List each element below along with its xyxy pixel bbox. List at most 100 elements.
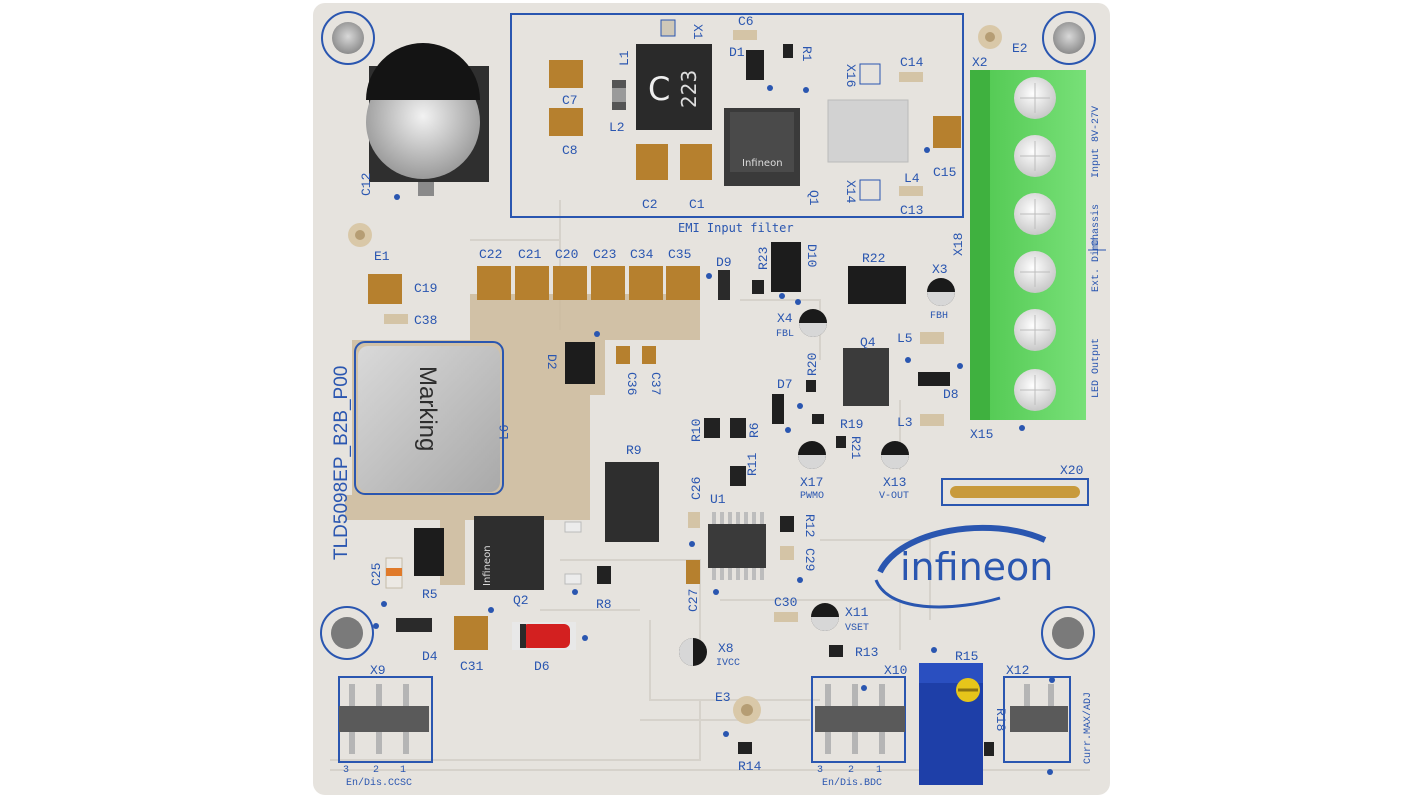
mounting-holes (320, 11, 1096, 660)
label-x4: X4 (777, 311, 793, 326)
label-e2: E2 (1012, 41, 1028, 56)
label-d9: D9 (716, 255, 732, 270)
label-c20: C20 (555, 247, 578, 262)
q2-brand: Infineon (482, 545, 493, 586)
label-r10: R10 (689, 419, 704, 442)
board-name: TLD5098EP_B2B_P00 (331, 366, 352, 560)
label-r15: R15 (955, 649, 978, 664)
diode-d9 (718, 270, 730, 300)
label-r19: R19 (840, 417, 863, 432)
label-l1: L1 (617, 50, 632, 66)
terminal-label-chassis: Chassis (1090, 204, 1102, 246)
testpoint-fbh: FBH (930, 311, 948, 322)
resistor-r5 (414, 528, 444, 576)
label-c15: C15 (933, 165, 956, 180)
label-c31: C31 (460, 659, 484, 674)
diode-d2 (565, 342, 595, 384)
connector-x20 (941, 478, 1089, 506)
terminal-block-x18 (970, 70, 1086, 420)
q1-brand: Infineon (742, 158, 783, 169)
label-x11: X11 (845, 605, 869, 620)
label-u1: U1 (710, 492, 726, 507)
label-r21: R21 (848, 436, 863, 460)
label-d8: D8 (943, 387, 959, 402)
x10-pin-2: 2 (848, 765, 854, 776)
capacitor-c19 (368, 274, 402, 304)
label-d6: D6 (534, 659, 550, 674)
label-q4: Q4 (860, 335, 876, 350)
label-r11: R11 (745, 452, 760, 476)
label-r12: R12 (802, 514, 817, 537)
emi-filter-outline (510, 13, 964, 218)
label-e3: E3 (715, 690, 731, 705)
x10-pin-1: 1 (876, 765, 882, 776)
label-c30: C30 (774, 595, 797, 610)
label-c2: C2 (642, 197, 658, 212)
label-c29: C29 (802, 548, 817, 571)
label-r6: R6 (747, 422, 762, 438)
label-c22: C22 (479, 247, 502, 262)
mosfet-q2 (474, 516, 544, 590)
label-c8: C8 (562, 143, 578, 158)
infineon-logo-text: infineon (900, 545, 1053, 589)
label-c12: C12 (359, 173, 374, 196)
x9-pin-2: 2 (373, 765, 379, 776)
mosfet-q4 (843, 348, 889, 406)
capacitor-c38 (384, 314, 408, 324)
connector-x10 (811, 676, 906, 763)
label-r8: R8 (596, 597, 612, 612)
terminal-label-led-output: LED Output (1091, 338, 1102, 398)
label-x3: X3 (932, 262, 948, 277)
x9-pin-1: 1 (400, 765, 406, 776)
emi-filter-label: EMI Input filter (678, 221, 794, 235)
label-d1: D1 (729, 45, 745, 60)
label-r18: R18 (993, 708, 1008, 731)
label-e1: E1 (374, 249, 390, 264)
diode-d8 (918, 372, 950, 386)
resistor-r9 (605, 462, 659, 542)
label-c19: C19 (414, 281, 437, 296)
capacitor-row (477, 266, 700, 300)
label-x10: X10 (884, 663, 907, 678)
label-x20: X20 (1060, 463, 1083, 478)
testpoint-pwmo: PWMO (800, 491, 824, 502)
label-c36: C36 (624, 372, 639, 395)
x10-pin-3: 3 (817, 765, 823, 776)
inductor-l6 (354, 341, 504, 495)
label-q1: Q1 (806, 190, 821, 206)
label-c23: C23 (593, 247, 616, 262)
label-c37: C37 (648, 372, 663, 395)
l1-marking-letter: C (648, 70, 670, 108)
label-c26: C26 (689, 477, 704, 500)
label-l6: L6 (497, 424, 512, 440)
vias (373, 85, 1055, 775)
label-c7: C7 (562, 93, 578, 108)
resistor-r22 (848, 266, 906, 304)
infineon-logo (874, 524, 1047, 609)
emi-components (549, 19, 961, 201)
testpoint-vout: V-OUT (879, 491, 909, 502)
label-c14: C14 (900, 55, 924, 70)
capacitor-c12 (366, 43, 489, 196)
label-x14: X14 (843, 180, 858, 204)
testpoints (679, 278, 955, 666)
label-r9: R9 (626, 443, 642, 458)
label-x17: X17 (800, 475, 823, 490)
label-q2: Q2 (513, 593, 529, 608)
connector-label-x12: Curr.MAX/ADJ (1082, 692, 1094, 764)
label-x12: X12 (1006, 663, 1029, 678)
label-c6: C6 (738, 14, 754, 29)
inductor-marking: Marking (414, 366, 441, 451)
label-x8: X8 (718, 641, 734, 656)
label-x15: X15 (970, 427, 993, 442)
label-d7: D7 (777, 377, 793, 392)
label-c13: C13 (900, 203, 923, 218)
connector-label-x10: En/Dis.BDC (822, 777, 882, 789)
label-l2: L2 (609, 120, 625, 135)
label-c27: C27 (686, 589, 701, 612)
pcb-substrate (313, 3, 1110, 795)
label-r1: R1 (799, 46, 814, 62)
diode-d7 (772, 394, 784, 424)
label-r20: R20 (805, 353, 820, 376)
